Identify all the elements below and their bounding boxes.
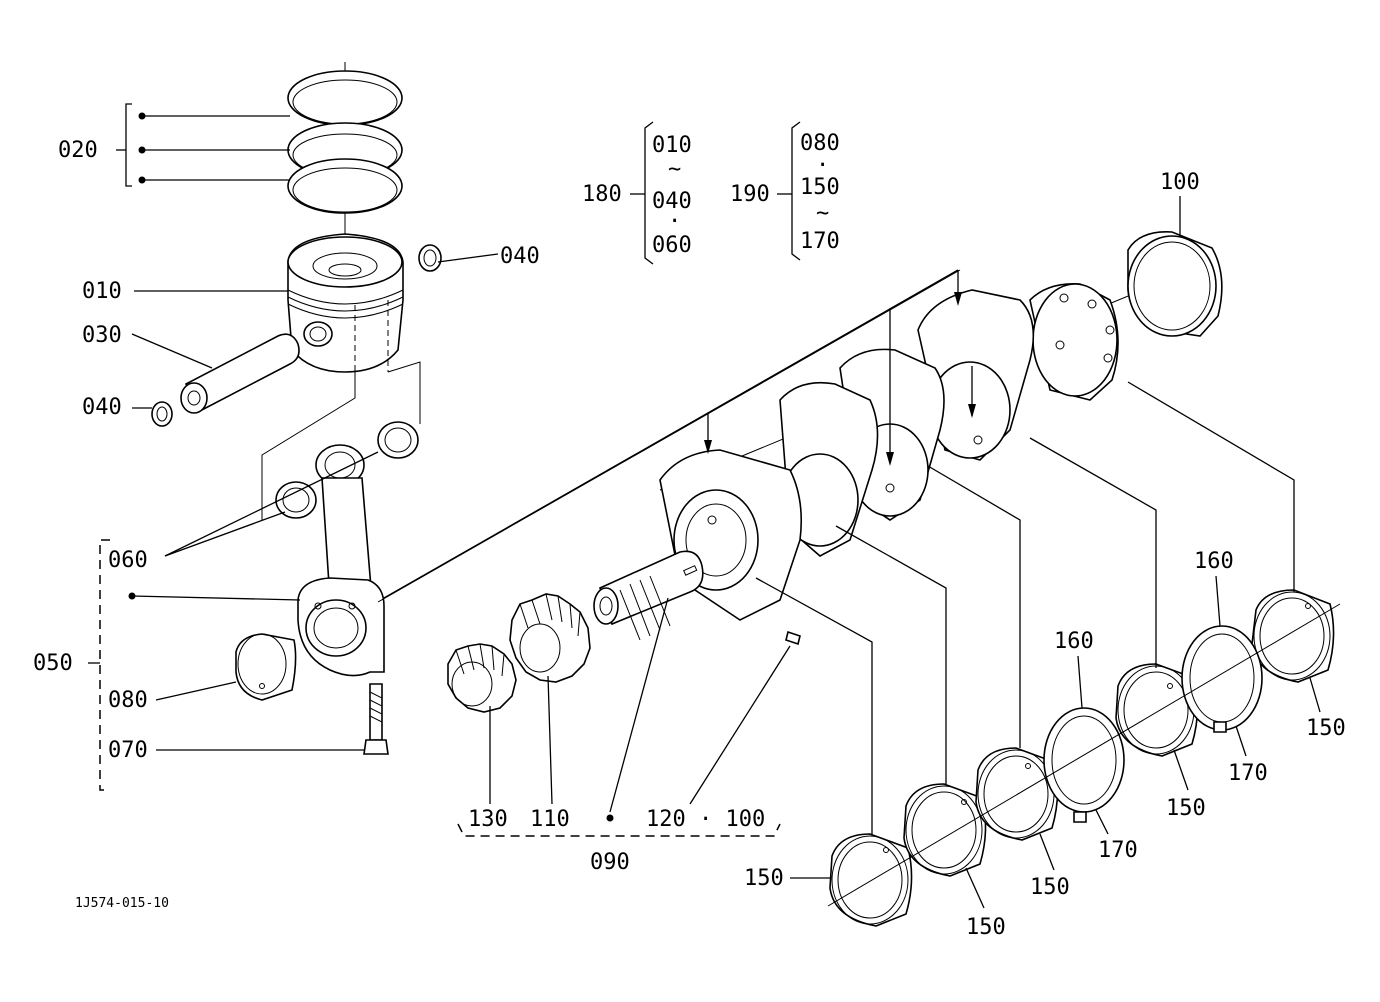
label-120-100: 120 · 100 [646, 807, 765, 832]
label-110: 110 [530, 807, 570, 832]
bracket-090 [457, 823, 781, 837]
oil-seal-sleeve [1127, 231, 1223, 337]
label-020: 020 [58, 138, 98, 163]
svg-text:~: ~ [816, 201, 829, 226]
label-150-3: 150 [1030, 875, 1070, 900]
svg-text:190: 190 [730, 182, 770, 207]
label-040-right: 040 [500, 244, 540, 269]
label-150-4: 150 [1166, 796, 1206, 821]
svg-text:~: ~ [668, 157, 681, 182]
svg-text:·: · [668, 209, 681, 234]
piston-rings [287, 62, 403, 270]
main-bearing-5 [1251, 589, 1335, 683]
svg-text:060: 060 [652, 233, 692, 258]
crankshaft [377, 259, 1216, 641]
svg-text:040: 040 [652, 189, 692, 214]
main-bearing-1 [829, 833, 913, 927]
svg-text:080: 080 [800, 131, 840, 156]
label-130: 130 [468, 807, 508, 832]
label-100: 100 [1160, 170, 1200, 195]
svg-text:170: 170 [800, 229, 840, 254]
label-050: 050 [33, 651, 73, 676]
rod-bolt [363, 683, 389, 755]
svg-text:010: 010 [652, 133, 692, 158]
piston-pin [180, 333, 300, 414]
snap-ring-right [418, 244, 499, 272]
label-160-2: 160 [1194, 549, 1234, 574]
svg-text:150: 150 [800, 175, 840, 200]
thrust-washer-upper-2 [1181, 625, 1263, 733]
thrust-washer-upper-1 [1043, 707, 1125, 823]
label-170-2: 170 [1228, 761, 1268, 786]
label-150-2: 150 [966, 915, 1006, 940]
bracket-050 [88, 539, 301, 791]
drawing-code: 1J574-015-10 [75, 896, 169, 911]
piston [287, 233, 404, 373]
label-080: 080 [108, 688, 148, 713]
key [785, 630, 801, 646]
label-150-5: 150 [1306, 716, 1346, 741]
main-bearing-3 [975, 747, 1059, 841]
label-170-1: 170 [1098, 838, 1138, 863]
gear-110 [509, 593, 591, 683]
rod-bearing [235, 633, 297, 701]
label-160-1: 160 [1054, 629, 1094, 654]
gear-130 [447, 643, 517, 713]
svg-text:·: · [816, 153, 829, 178]
main-bearing-2 [903, 783, 987, 877]
label-040-left: 040 [82, 395, 122, 420]
snap-ring-left [132, 401, 173, 427]
connecting-rod [261, 361, 421, 677]
label-070: 070 [108, 738, 148, 763]
label-030: 030 [82, 323, 122, 348]
label-060: 060 [108, 548, 148, 573]
label-150-1: 150 [744, 866, 784, 891]
kit-190: 190 080 · 150 ~ 170 [730, 121, 840, 261]
label-010: 010 [82, 279, 122, 304]
ring-leaders [116, 103, 290, 187]
label-090: 090 [590, 850, 630, 875]
svg-text:180: 180 [582, 182, 622, 207]
kit-180: 180 010 ~ 040 · 060 [582, 121, 692, 265]
